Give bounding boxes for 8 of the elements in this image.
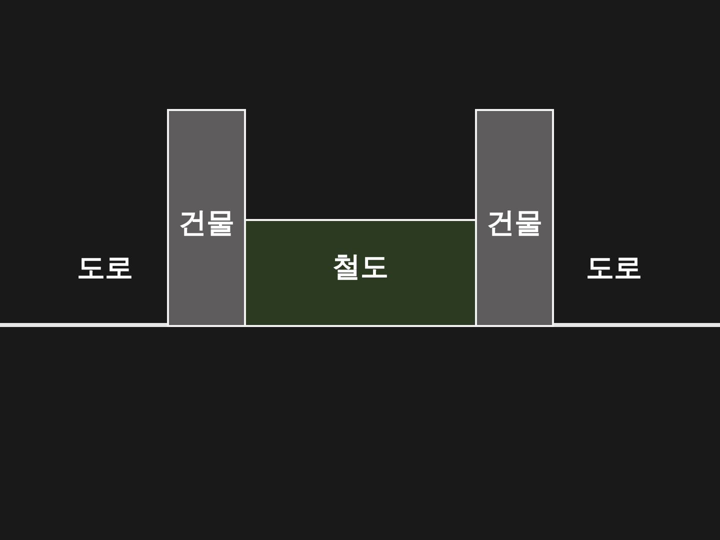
railway-box bbox=[244, 219, 477, 327]
building-box bbox=[475, 109, 554, 327]
building-label: 건물 bbox=[486, 209, 542, 237]
railway-label: 철도 bbox=[332, 253, 388, 281]
building-label: 건물 bbox=[178, 209, 234, 237]
road-label: 도로 bbox=[77, 254, 133, 282]
road-label: 도로 bbox=[586, 254, 642, 282]
building-box bbox=[167, 109, 246, 327]
